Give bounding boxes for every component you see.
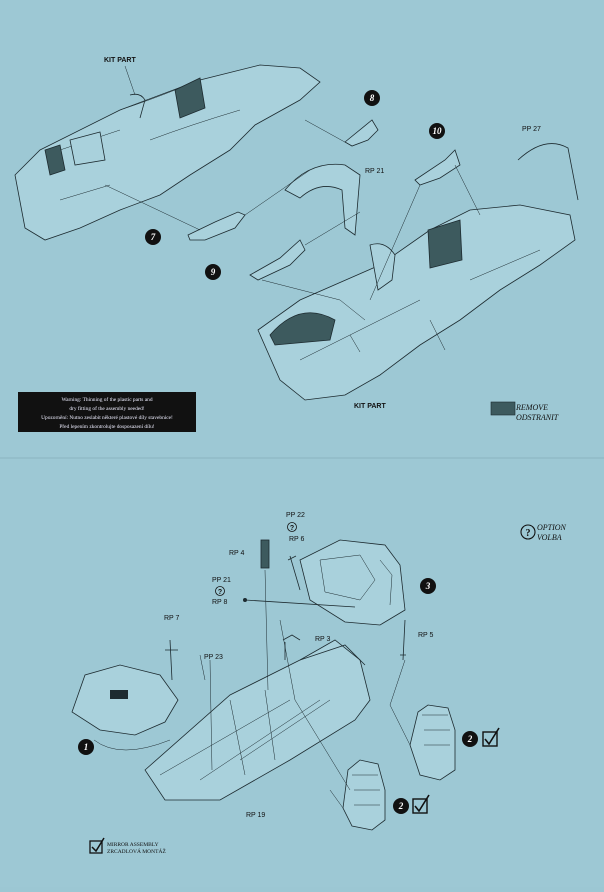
step-9-marker <box>205 264 221 280</box>
option-label-cz: VOLBA <box>537 533 562 542</box>
part-coaming: 1 <box>71 639 179 755</box>
remove-legend: REMOVE ODSTRANIT <box>490 401 559 422</box>
fuselage-right-half <box>257 204 576 401</box>
label-rp5: RP 5 <box>418 632 434 639</box>
warning-line-1: Warning: Thinning of the plastic parts a… <box>61 396 152 403</box>
step-3-number: 3 <box>425 581 431 591</box>
step-9-number: 9 <box>211 267 216 277</box>
assembly-leader-lines-upper <box>104 119 481 321</box>
small-parts <box>243 539 406 661</box>
option-icon: ? <box>526 528 531 539</box>
mirror-label-cz: ZRCADLOVÁ MONTÁŽ <box>107 847 166 855</box>
label-rp4: RP 4 <box>229 550 245 557</box>
part-cockpit-tub <box>144 639 371 801</box>
label-rp19: RP 19 <box>246 812 265 819</box>
step-10-marker <box>429 123 445 139</box>
step-2b-number: 2 <box>398 801 404 811</box>
part-step-10: 10 <box>414 123 461 186</box>
part-pp27 <box>517 143 579 201</box>
step-2a-marker <box>462 731 478 747</box>
part-rear-bulkhead: 3 <box>299 539 436 626</box>
step-1-marker <box>78 739 94 755</box>
label-rp6: RP 6 <box>289 536 305 543</box>
step-7-marker <box>145 229 161 245</box>
step-3-marker <box>420 578 436 594</box>
part-step-7: 7 <box>145 211 246 245</box>
option-icon-pp21: ? <box>215 586 225 596</box>
remove-label-cz: ODSTRANIT <box>516 413 559 422</box>
option-icon-pp22: ? <box>287 522 297 532</box>
warning-line-4: Před lepením zkontrolujte dosposazení dí… <box>59 424 154 430</box>
mirror-legend: MIRROR ASSEMBLY ZRCADLOVÁ MONTÁŽ <box>89 837 166 855</box>
part-rp21 <box>284 163 361 236</box>
label-pp23: PP 23 <box>204 654 223 661</box>
label-kit-part-bottom: KIT PART <box>354 403 386 410</box>
option-label-en: OPTION <box>537 523 567 532</box>
svg-text:?: ? <box>218 589 222 596</box>
step-8-marker <box>364 90 380 106</box>
remove-label-en: REMOVE <box>515 403 548 412</box>
mirror-legend-checkbox <box>89 840 103 854</box>
mirror-checkbox-b <box>412 798 428 814</box>
step-2a-number: 2 <box>467 734 473 744</box>
part-step-9: 9 <box>205 239 306 281</box>
part-ejection-seat-upper: 2 <box>409 704 500 781</box>
svg-text:?: ? <box>290 525 294 532</box>
label-rp7: RP 7 <box>164 615 180 622</box>
label-pp21: PP 21 <box>212 577 231 584</box>
step-10-number: 10 <box>433 126 443 136</box>
step-8-number: 8 <box>370 93 375 103</box>
option-legend: ? OPTION VOLBA <box>520 523 567 542</box>
label-rp8: RP 8 <box>212 599 228 606</box>
part-ejection-seat-lower: 2 <box>342 759 430 831</box>
step-1-number: 1 <box>84 742 89 752</box>
leader-line <box>124 65 136 96</box>
assembly-leader-lines-lower <box>93 569 411 809</box>
part-step-8: 8 <box>344 90 380 147</box>
label-rp21: RP 21 <box>365 168 384 175</box>
step-2b-marker <box>393 798 409 814</box>
warning-line-3: Upozornění: Nutno zeslabit některé plast… <box>41 415 173 421</box>
warning-box: Warning: Thinning of the plastic parts a… <box>18 392 196 432</box>
label-kit-part-top: KIT PART <box>104 57 136 64</box>
step-7-number: 7 <box>151 232 156 242</box>
mirror-label-en: MIRROR ASSEMBLY <box>107 842 159 848</box>
fuselage-left-half <box>14 64 321 241</box>
label-rp3: RP 3 <box>315 636 331 643</box>
label-pp22: PP 22 <box>286 512 305 519</box>
warning-line-2: dry fitting of the assembly needed! <box>69 405 145 412</box>
label-pp27: PP 27 <box>522 126 541 133</box>
mirror-checkbox-a <box>482 731 498 747</box>
